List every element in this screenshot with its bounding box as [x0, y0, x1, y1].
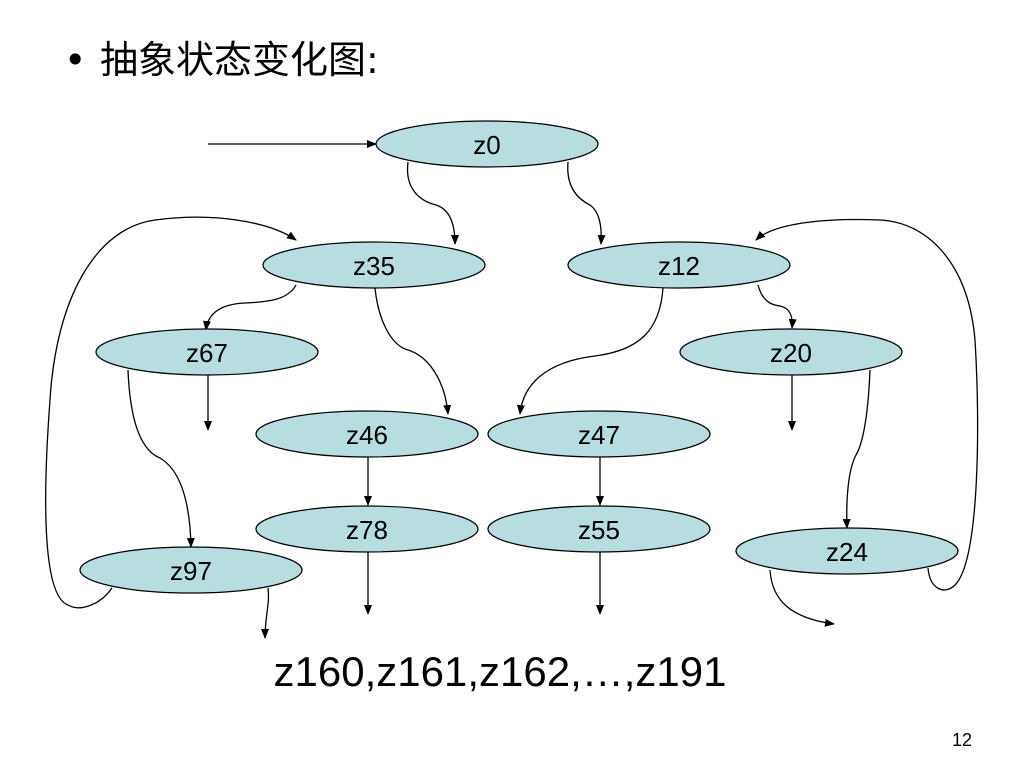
- node-label: z97: [170, 556, 212, 586]
- node-label: z47: [578, 420, 620, 450]
- edge-z12-z47: [516, 287, 664, 415]
- node-z67: z67: [95, 328, 319, 376]
- edge-z97-out: [261, 587, 270, 639]
- node-label: z24: [826, 537, 868, 567]
- node-z12: z12: [567, 241, 791, 289]
- edges: [45, 140, 979, 639]
- edge-z24-out: [769, 569, 835, 627]
- node-z0: z0: [375, 120, 599, 168]
- node-label: z55: [578, 515, 620, 545]
- slide-title: • 抽象状态变化图:: [64, 30, 379, 90]
- node-z97: z97: [79, 546, 303, 594]
- node-z47: z47: [487, 410, 711, 458]
- edge-z97-z35: [45, 216, 297, 609]
- node-z24: z24: [735, 527, 959, 575]
- edge-z35-z46: [374, 287, 452, 415]
- edge-z20-z24: [842, 369, 871, 529]
- node-label: z46: [346, 420, 388, 450]
- node-label: z67: [186, 338, 228, 368]
- nodes: z0 z35 z12 z67 z20 z46: [79, 120, 959, 594]
- bullet-icon: •: [64, 38, 87, 82]
- title-text: 抽象状态变化图:: [100, 38, 379, 82]
- edge-z0-z12: [567, 161, 606, 245]
- edge-z12-z20: [757, 284, 797, 329]
- edge-z35-z67: [203, 284, 297, 331]
- page-number: 12: [951, 730, 972, 750]
- node-z78: z78: [255, 505, 479, 553]
- node-label: z35: [353, 251, 395, 281]
- node-z55: z55: [487, 505, 711, 553]
- node-label: z78: [346, 515, 388, 545]
- node-label: z20: [770, 338, 812, 368]
- edge-z24-z12: [755, 218, 979, 591]
- edge-z0-z35: [406, 161, 459, 245]
- edge-z67-z97: [127, 369, 195, 548]
- node-label: z12: [658, 251, 700, 281]
- state-range-text: z160,z161,z162,…,z191: [273, 648, 727, 695]
- node-z46: z46: [255, 410, 479, 458]
- node-z20: z20: [679, 328, 903, 376]
- node-label: z0: [473, 130, 500, 160]
- node-z35: z35: [262, 241, 486, 289]
